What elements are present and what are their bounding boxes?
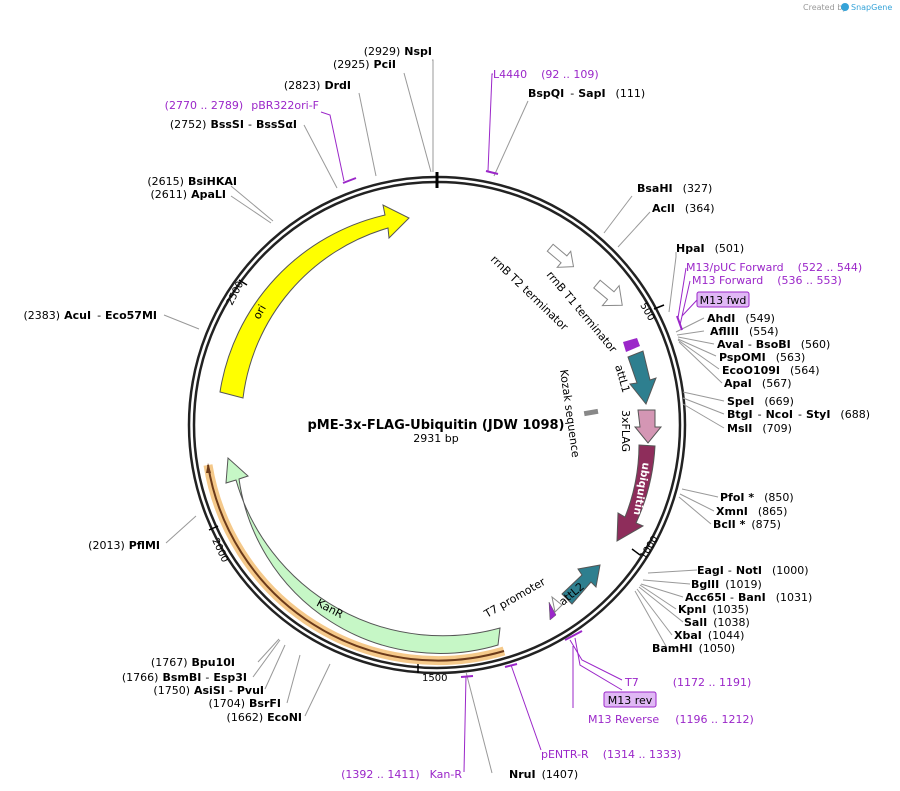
primer-m13-fwd-badge[interactable]: M13 fwd bbox=[696, 291, 750, 308]
site-econi: (1662)EcoNI bbox=[227, 711, 302, 724]
site-pcii: (2925)PciI bbox=[333, 58, 396, 71]
scale-ticks bbox=[208, 279, 665, 673]
site-apai: ApaI(567) bbox=[724, 377, 792, 390]
kanr-highlight-line bbox=[207, 464, 505, 662]
attl1-arrow[interactable] bbox=[627, 350, 657, 405]
plasmid-name: pME-3x-FLAG-Ubiquitin (JDW 1098) bbox=[308, 418, 565, 433]
primer-m13-fwd-label: M13 fwd bbox=[700, 294, 747, 307]
site-bsmbi: (1766)BsmBI-Esp3I bbox=[122, 671, 247, 684]
snapgene-logo: SnapGene bbox=[841, 3, 892, 12]
kozak-label: Kozak sequence bbox=[557, 369, 582, 459]
site-sali: SalI(1038) bbox=[684, 616, 750, 629]
site-btgi: BtgI-NcoI-StyI(688) bbox=[727, 408, 870, 421]
site-afliii: AflIII(554) bbox=[710, 325, 779, 338]
site-bsihkai: (2615)BsiHKAI bbox=[147, 175, 237, 188]
attl2-arrow[interactable] bbox=[561, 564, 601, 605]
site-bpu10i: (1767)Bpu10I bbox=[151, 656, 235, 669]
site-bsahi: BsaHI(327) bbox=[637, 182, 712, 195]
site-bglii: BglII(1019) bbox=[691, 578, 762, 591]
site-apali: (2611)ApaLI bbox=[151, 188, 227, 201]
site-bcli: BclI *(875) bbox=[713, 518, 781, 531]
svg-text:Created by: Created by bbox=[803, 3, 847, 12]
kozak-mark bbox=[583, 408, 599, 417]
primer-pentr-r: pENTR-R(1314 .. 1333) bbox=[541, 748, 681, 761]
tick-2000: 2000 bbox=[209, 537, 230, 565]
site-psppomi: PspOMI(563) bbox=[719, 351, 805, 364]
credit-prefix: Created by bbox=[803, 3, 847, 12]
site-bspqi: BspQI-SapI(111) bbox=[528, 87, 645, 100]
site-spei: SpeI(669) bbox=[727, 395, 794, 408]
rrnb-t1-arrow[interactable] bbox=[589, 274, 631, 315]
attl1-label: attL1 bbox=[612, 363, 632, 394]
flag-label: 3xFLAG bbox=[619, 410, 632, 452]
primer-pbr322ori-f: (2770 .. 2789)pBR322ori-F bbox=[165, 99, 319, 112]
site-nspi: (2929)NspI bbox=[364, 45, 432, 58]
primer-kan-r: (1392 .. 1411)Kan-R bbox=[341, 768, 462, 781]
rrnb-t2-arrow[interactable] bbox=[543, 240, 579, 275]
primer-m13-puc-forward: M13/pUC Forward(522 .. 544) bbox=[686, 261, 862, 274]
attl1-mark bbox=[623, 338, 640, 352]
t7-promoter-arrow[interactable] bbox=[548, 601, 557, 621]
primer-m13-forward: M13 Forward(536 .. 553) bbox=[692, 274, 842, 287]
site-kpni: KpnI(1035) bbox=[678, 603, 749, 616]
site-drdi: (2823)DrdI bbox=[284, 79, 351, 92]
primer-t7: T7(1172 .. 1191) bbox=[624, 676, 751, 689]
ori-label: ori bbox=[251, 302, 269, 321]
plasmid-size: 2931 bp bbox=[413, 432, 458, 445]
site-ecoo109i: EcoO109I(564) bbox=[722, 364, 820, 377]
site-acli: AclI(364) bbox=[652, 202, 715, 215]
site-hpai: HpaI(501) bbox=[676, 242, 744, 255]
site-acui: (2383)AcuI-Eco57MI bbox=[24, 309, 157, 322]
kanr-highlight-head bbox=[206, 463, 211, 473]
primer-m13-rev-badge[interactable]: M13 rev bbox=[603, 691, 657, 708]
t7-small-arrow bbox=[551, 595, 563, 614]
site-pfoi: PfoI *(850) bbox=[720, 491, 794, 504]
site-eagi: EagI-NotI(1000) bbox=[697, 564, 809, 577]
site-acc65i: Acc65I-BanI(1031) bbox=[685, 591, 812, 604]
site-msli: MslI(709) bbox=[727, 422, 792, 435]
site-xmni: XmnI(865) bbox=[716, 505, 787, 518]
tick-1500: 1500 bbox=[422, 673, 447, 684]
flag-arrow[interactable] bbox=[633, 409, 663, 444]
site-bsssi: (2752)BssSI-BssSαI bbox=[170, 118, 297, 131]
primer-m13-rev-label: M13 rev bbox=[608, 694, 653, 707]
primer-marks bbox=[320, 73, 698, 773]
tick-1000: 1000 bbox=[638, 534, 661, 561]
site-asisi: (1750)AsiSI-PvuI bbox=[153, 684, 264, 697]
enzyme-leaders bbox=[163, 59, 725, 774]
credit-brand: SnapGene bbox=[851, 3, 892, 12]
site-xbai: XbaI(1044) bbox=[674, 629, 744, 642]
site-pflmi: (2013)PflMI bbox=[88, 539, 160, 552]
site-avai: AvaI-BsoBI(560) bbox=[717, 338, 830, 351]
site-bamhi: BamHI(1050) bbox=[652, 642, 735, 655]
kanr-arrow[interactable] bbox=[225, 456, 501, 654]
primer-l4440: L4440(92 .. 109) bbox=[493, 68, 599, 81]
site-bsrfi: (1704)BsrFI bbox=[208, 697, 281, 710]
ori-arrow[interactable] bbox=[219, 204, 410, 399]
primer-m13-reverse: M13 Reverse(1196 .. 1212) bbox=[588, 713, 754, 726]
ubiquitin-arrow[interactable] bbox=[616, 444, 656, 542]
site-ahdi: AhdI(549) bbox=[707, 312, 775, 325]
site-nrui: NruI(1407) bbox=[509, 768, 578, 781]
t7-promoter-label: T7 promoter bbox=[481, 575, 548, 621]
